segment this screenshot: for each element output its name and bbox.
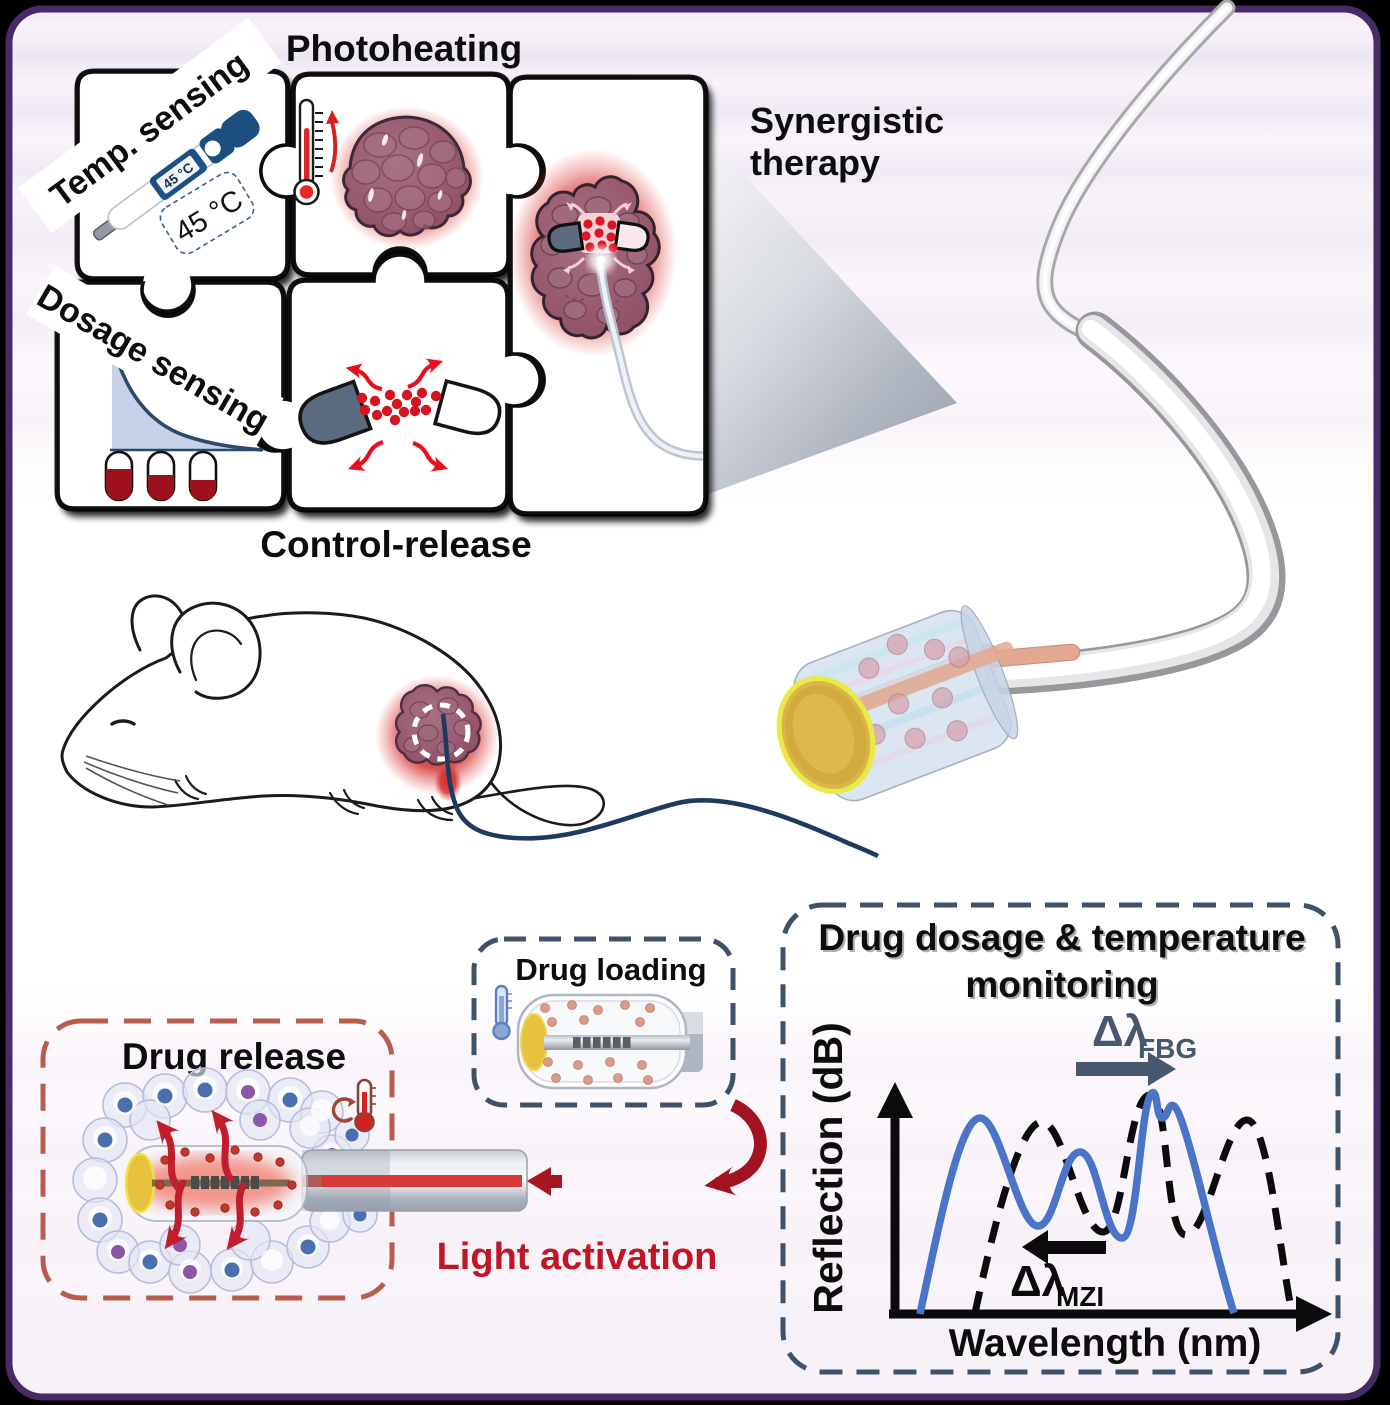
svg-text:monitoring: monitoring — [967, 966, 1160, 1007]
svg-text:Δλ: Δλ — [1092, 1007, 1148, 1056]
svg-text:Wavelength (nm): Wavelength (nm) — [949, 1322, 1262, 1365]
svg-text:Drug dosage & temperature: Drug dosage & temperature — [818, 917, 1305, 958]
svg-text:Drug dosage & temperature: Drug dosage & temperature — [820, 919, 1307, 960]
svg-text:FBG: FBG — [1138, 1033, 1197, 1064]
svg-text:Light activation: Light activation — [437, 1236, 718, 1278]
svg-text:Photoheating: Photoheating — [286, 28, 522, 69]
svg-text:MZI: MZI — [1056, 1281, 1104, 1312]
svg-text:Drug release: Drug release — [122, 1036, 346, 1077]
svg-text:Reflection (dB): Reflection (dB) — [805, 1022, 851, 1314]
svg-text:therapy: therapy — [750, 142, 880, 183]
svg-text:monitoring: monitoring — [965, 964, 1158, 1005]
svg-text:Δλ: Δλ — [1010, 1257, 1066, 1306]
svg-text:Synergistic: Synergistic — [750, 100, 944, 141]
svg-text:Drug loading: Drug loading — [515, 952, 706, 987]
svg-text:Control-release: Control-release — [260, 524, 531, 565]
